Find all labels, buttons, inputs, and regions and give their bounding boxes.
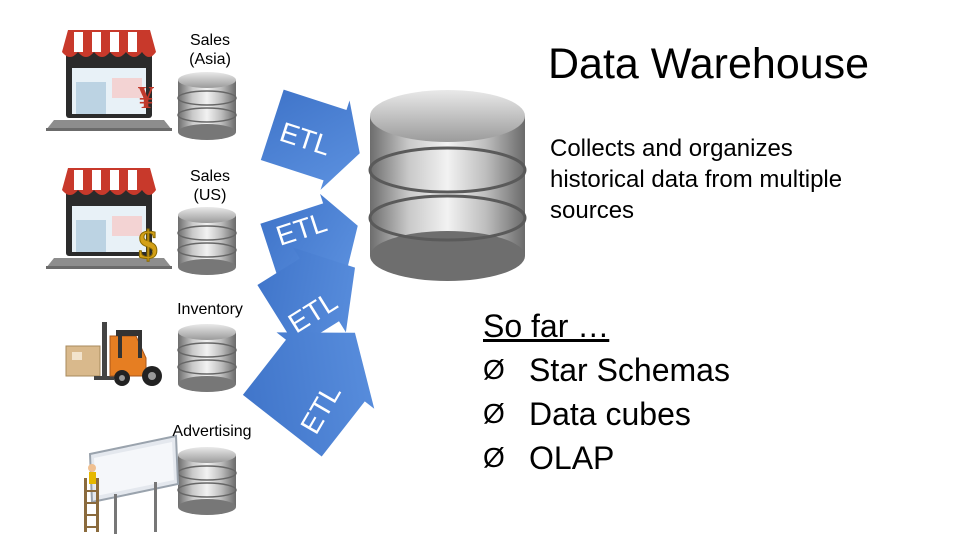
arrow-bullet-icon: Ø — [483, 354, 505, 385]
billboard-icon — [84, 434, 180, 534]
etl-arrow-inventory — [257, 247, 356, 348]
so-far-heading: So far … — [483, 308, 610, 344]
storefront-laptop-yen-icon: ¥ — [46, 30, 172, 131]
source-label-inventory: Inventory — [177, 301, 243, 318]
etl-arrow-asia — [260, 89, 360, 190]
etl-arrow-advertising — [242, 332, 375, 457]
warehouse-description: Collects and organizes historical data f… — [550, 135, 843, 224]
svg-text:¥: ¥ — [138, 79, 154, 115]
list-item-label: Data cubes — [529, 396, 691, 432]
data-warehouse-db-icon — [368, 90, 527, 281]
storefront-laptop-dollar-icon: $ — [46, 168, 172, 269]
source-db-icon-advertising — [177, 447, 237, 515]
svg-text:$: $ — [138, 222, 158, 267]
list-item-label: Star Schemas — [529, 352, 730, 388]
source-label-sales-us: Sales (US) — [189, 168, 231, 204]
arrow-bullet-icon: Ø — [483, 442, 505, 473]
page-title: Data Warehouse — [548, 40, 870, 88]
list-item-label: OLAP — [529, 440, 615, 476]
source-db-icon-inventory — [177, 324, 237, 392]
source-label-advertising: Advertising — [172, 423, 252, 440]
source-db-icon-asia — [177, 72, 237, 140]
list-item: Ø Data cubes — [483, 392, 730, 436]
arrow-bullet-icon: Ø — [483, 398, 505, 429]
list-item: Ø OLAP — [483, 436, 730, 480]
forklift-icon — [65, 322, 162, 386]
so-far-list: So far … Ø Star Schemas Ø Data cubes Ø O… — [483, 304, 730, 480]
list-item: Ø Star Schemas — [483, 348, 730, 392]
source-label-sales-asia: Sales (Asia) — [189, 32, 231, 68]
source-db-icon-us — [177, 207, 237, 275]
